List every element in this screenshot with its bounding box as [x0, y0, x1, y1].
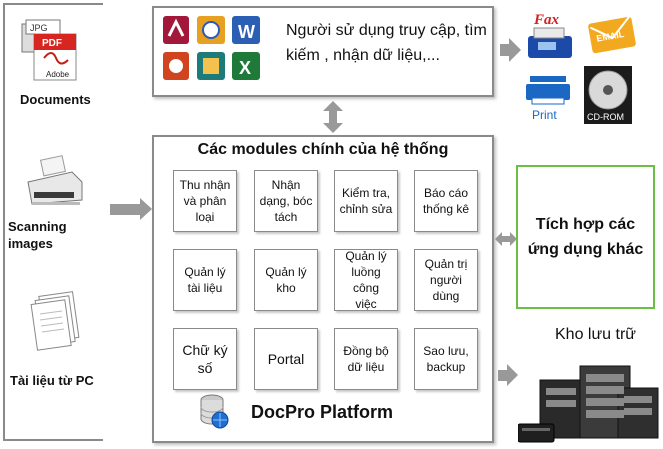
- svg-text:CD-ROM: CD-ROM: [587, 112, 624, 122]
- documents-label: Documents: [20, 92, 91, 107]
- module-recognition-extraction: Nhận dạng, bóc tách: [254, 170, 318, 232]
- svg-text:JPG: JPG: [30, 23, 48, 33]
- access-icon: [163, 16, 189, 44]
- platform-name: DocPro Platform: [251, 402, 394, 422]
- modules-title: Các modules chính của hệ thống: [197, 141, 449, 158]
- horizontal-double-arrow: [495, 232, 517, 246]
- scanner-icon: [27, 155, 83, 205]
- module-digital-signature: Chữ ký số: [173, 328, 237, 390]
- publisher-icon: [197, 52, 225, 80]
- input-arrow: [110, 204, 140, 215]
- print-icon: Print: [526, 76, 570, 122]
- module-workflow-management: Quản lý luồng công việc: [334, 249, 398, 311]
- excel-icon: X: [232, 52, 260, 80]
- module-capture-classify: Thu nhận và phân loại: [173, 170, 237, 232]
- paper-stack-icon: [30, 291, 80, 351]
- word-icon: W: [232, 16, 260, 44]
- module-review-edit: Kiểm tra, chỉnh sửa: [334, 170, 398, 232]
- svg-text:Adobe: Adobe: [46, 70, 70, 79]
- user-access-text: Người sử dụng truy cập, tìm kiếm , nhận …: [286, 22, 487, 64]
- module-reports-statistics: Báo cáo thống kê: [414, 170, 478, 232]
- integration-box: [516, 165, 655, 309]
- input-arrow-head: [140, 198, 152, 220]
- svg-text:EMAIL: EMAIL: [596, 29, 626, 44]
- module-user-administration: Quản trị người dùng: [414, 249, 478, 311]
- svg-text:X: X: [239, 58, 251, 78]
- vertical-double-arrow: [323, 101, 343, 133]
- office-apps-icons: W X: [163, 16, 260, 80]
- storage-arrow-head: [507, 364, 518, 386]
- storage-arrow: [498, 370, 508, 381]
- output-channels-icons: Fax EMAIL Print CD-ROM: [526, 12, 636, 124]
- module-backup: Sao lưu, backup: [414, 328, 478, 390]
- module-warehouse-management: Quản lý kho: [254, 249, 318, 311]
- output-arrow-head: [509, 38, 521, 62]
- storage-servers-icon: [518, 365, 659, 443]
- svg-text:Print: Print: [532, 108, 557, 122]
- documents-icon: JPG PDF Adobe: [21, 19, 77, 81]
- integration-text: Tích hợp các ứng dụng khác: [527, 216, 644, 258]
- cd-rom-icon: CD-ROM: [584, 66, 632, 124]
- database-icon: [200, 394, 229, 429]
- output-arrow: [500, 44, 510, 56]
- svg-text:PDF: PDF: [42, 38, 62, 49]
- module-data-sync: Đồng bộ dữ liệu: [334, 328, 398, 390]
- outlook-icon: [197, 16, 225, 44]
- scanning-images-label: Scanning images: [8, 219, 67, 251]
- fax-icon: Fax: [528, 12, 572, 58]
- storage-label: Kho lưu trữ: [555, 326, 637, 343]
- pc-documents-label: Tài liệu từ PC: [10, 373, 94, 388]
- svg-text:W: W: [238, 22, 255, 42]
- module-portal: Portal: [254, 328, 318, 390]
- powerpoint-icon: [163, 52, 189, 80]
- email-icon: EMAIL: [588, 16, 636, 54]
- module-document-management: Quản lý tài liệu: [173, 249, 237, 311]
- svg-text:Fax: Fax: [533, 12, 560, 28]
